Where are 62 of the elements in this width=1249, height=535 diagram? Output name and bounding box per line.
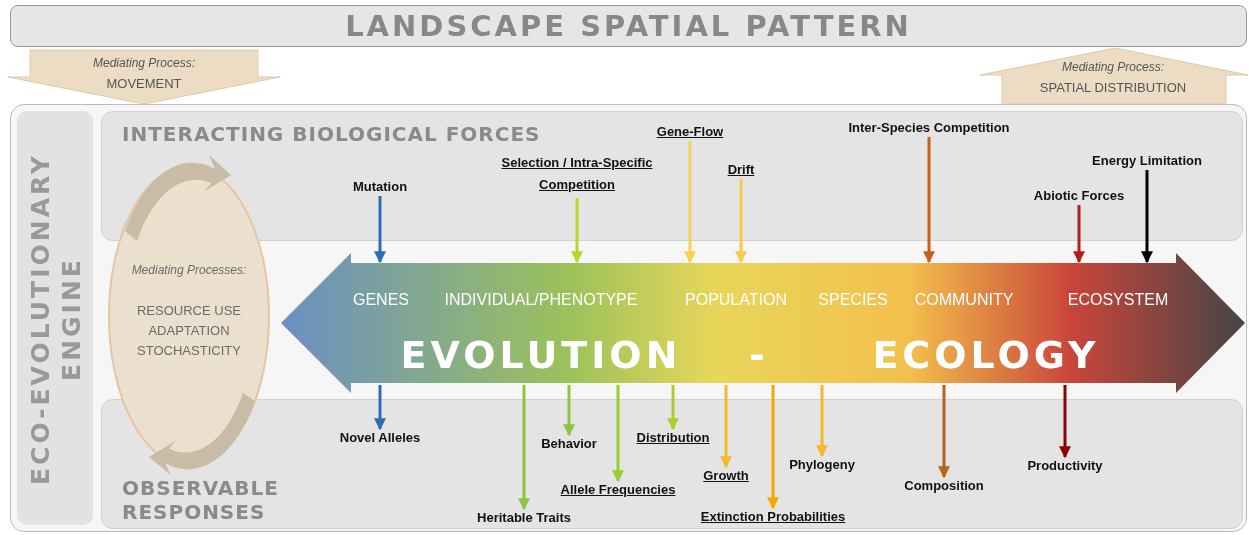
response-label: Novel Alleles — [339, 430, 421, 445]
force-label: Inter-Species Competition — [848, 120, 1010, 135]
arrow — [938, 385, 950, 479]
forces-panel — [101, 111, 1243, 241]
response-label: Behavior — [541, 436, 597, 451]
process-heading: Mediating Process: — [91, 56, 196, 70]
arrow — [816, 385, 828, 458]
response-label: Heritable Traits — [477, 510, 571, 525]
force-label: Mutation — [352, 179, 408, 194]
scale-level: ECOSYSTEM — [1067, 291, 1169, 309]
arrow — [374, 196, 386, 264]
scale-level: POPULATION — [685, 291, 787, 309]
engine-title: ECO-EVOLUTIONARY ENGINE — [25, 152, 87, 487]
force-label: Selection / Intra-Specific Competition — [477, 152, 677, 196]
response-label: Distribution — [636, 430, 710, 445]
response-label: Extinction Probabilities — [700, 509, 846, 524]
title-text: LANDSCAPE SPATIAL PATTERN — [344, 9, 913, 43]
panel-heading: OBSERVABLE RESPONSES — [122, 476, 280, 524]
response-label: Productivity — [1027, 458, 1103, 473]
arrow — [735, 179, 747, 264]
arrow — [1141, 170, 1153, 264]
process-heading: Mediating Process: — [1060, 60, 1165, 74]
force-label: Energy Limitation — [1092, 153, 1202, 168]
process-name: ADAPTATION — [147, 323, 231, 338]
arrow — [923, 137, 935, 264]
scale-title: - — [749, 333, 769, 377]
scale-level: COMMUNITY — [914, 291, 1014, 309]
process-name: MOVEMENT — [105, 76, 183, 91]
arrow — [667, 385, 679, 431]
arrow — [571, 198, 583, 264]
force-label: Drift — [727, 162, 755, 177]
double-arrow — [279, 251, 1247, 395]
responses-panel — [101, 399, 1243, 529]
arrow — [1059, 385, 1071, 459]
title-band — [10, 5, 1247, 47]
arrow — [612, 385, 624, 483]
process-name: SPATIAL DISTRIBUTION — [1038, 80, 1188, 95]
response-label: Growth — [703, 468, 749, 483]
arrow — [720, 385, 732, 469]
engine-panel — [10, 104, 1247, 532]
process-name: STOCHASTICITY — [136, 343, 242, 358]
arrow — [374, 385, 386, 431]
scale-level: GENES — [353, 291, 409, 309]
scale-level: SPECIES — [818, 291, 888, 309]
down-block-arrow — [8, 50, 280, 104]
arrow — [518, 385, 530, 511]
arrow — [563, 385, 575, 437]
arrow — [684, 141, 696, 264]
response-label: Composition — [904, 478, 984, 493]
response-label: Allele Frequencies — [560, 482, 676, 497]
scale-title: ECOLOGY — [872, 333, 1100, 377]
arrow — [1073, 205, 1085, 264]
arrow — [767, 385, 779, 510]
response-label: Phylogeny — [789, 457, 855, 472]
scale-title: EVOLUTION — [400, 333, 682, 377]
panel-heading: INTERACTING BIOLOGICAL FORCES — [122, 122, 542, 146]
force-label: Gene-Flow — [656, 124, 724, 139]
process-name: RESOURCE USE — [136, 303, 242, 318]
force-label: Abiotic Forces — [1033, 188, 1125, 203]
process-heading: Mediating Processes: — [130, 263, 248, 277]
scale-level: INDIVIDUAL/PHENOTYPE — [444, 291, 638, 309]
up-block-arrow — [978, 48, 1248, 104]
